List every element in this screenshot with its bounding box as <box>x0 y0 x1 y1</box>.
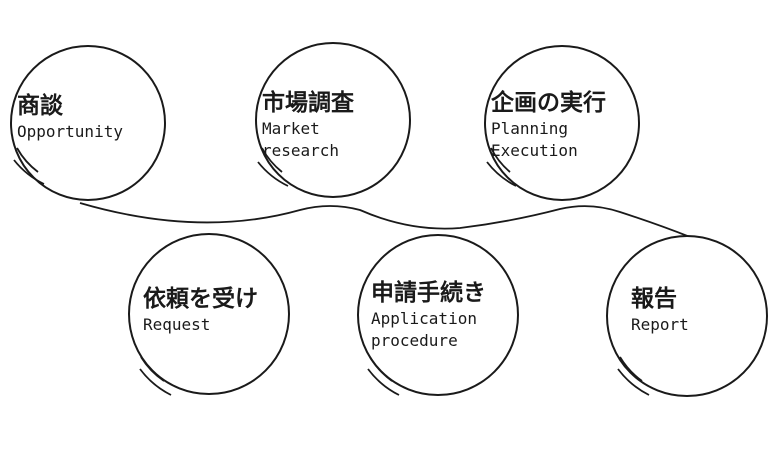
step-circle-application <box>357 234 519 396</box>
step-title-en-line: Opportunity <box>17 122 123 142</box>
step-title-jp: 申請手続き <box>371 280 486 306</box>
step-application: 申請手続き Application procedure <box>371 280 486 352</box>
step-title-en: Application procedure <box>371 308 486 352</box>
step-title-en: Report <box>631 314 689 336</box>
step-title-jp: 商談 <box>17 93 63 119</box>
step-circle-report <box>606 235 768 397</box>
step-title-en-line: Report <box>631 315 689 335</box>
step-report: 報告 Report <box>631 286 689 336</box>
step-title-en: Opportunity <box>17 121 123 143</box>
step-title-jp: 市場調査 <box>262 90 354 116</box>
step-title-jp: 報告 <box>631 286 677 312</box>
step-title-en-line: Execution <box>491 141 578 161</box>
step-title-jp: 企画の実行 <box>491 90 606 116</box>
step-title-en-line: procedure <box>371 331 458 351</box>
step-title-en-line: research <box>262 141 340 161</box>
step-circle-planning <box>484 45 640 201</box>
step-title-en-line: Request <box>143 315 211 335</box>
step-circle-request <box>128 233 290 396</box>
step-title-en: Planning Execution <box>491 118 606 162</box>
step-circle-opportunity <box>10 45 166 201</box>
step-opportunity: 商談 Opportunity <box>17 93 123 143</box>
step-title-en-line: Planning <box>491 119 569 139</box>
step-title-en-line: Market <box>262 119 320 139</box>
connector-line <box>79 202 691 238</box>
step-market-research: 市場調査 Market research <box>262 90 354 162</box>
step-circle-market-research <box>255 42 411 198</box>
step-title-en: Market research <box>262 118 354 162</box>
step-title-en-line: Application <box>371 309 477 329</box>
step-title-jp: 依頼を受け <box>143 286 258 312</box>
step-request: 依頼を受け Request <box>143 286 258 336</box>
step-title-en: Request <box>143 314 258 336</box>
step-planning: 企画の実行 Planning Execution <box>491 90 606 162</box>
